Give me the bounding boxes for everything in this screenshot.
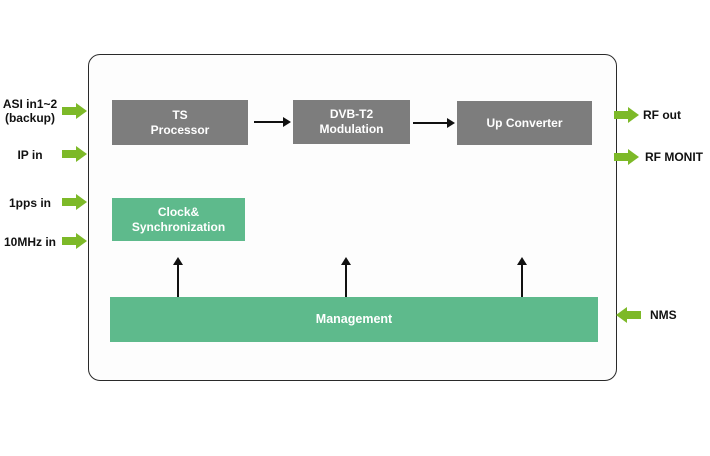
block-clock-synchronization: Clock& Synchronization <box>112 198 245 241</box>
input-arrow-10mhz-icon <box>62 233 87 249</box>
arrow-head <box>447 118 455 128</box>
block-dvbt2-modulation-line2: Modulation <box>319 122 384 136</box>
input-label-ip: IP in <box>17 148 43 162</box>
output-label-rf-monit: RF MONIT <box>645 150 703 164</box>
input-label-asi-line2: (backup) <box>4 111 55 125</box>
input-arrow-ip-icon <box>62 146 87 162</box>
block-dvbt2-modulation: DVB-T2 Modulation <box>293 100 410 144</box>
arrow-shaft <box>62 107 76 115</box>
arrow-shaft <box>177 264 179 297</box>
flow-arrow-management-to-upconverter-icon <box>516 257 528 297</box>
arrow-shaft <box>413 122 448 124</box>
arrow-shaft <box>62 150 76 158</box>
block-ts-processor: TS Processor <box>112 100 248 145</box>
input-label-1pps: 1pps in <box>8 196 51 210</box>
block-clock-sync-line2: Synchronization <box>131 219 226 234</box>
output-arrow-rf-out-icon <box>614 107 639 123</box>
block-up-converter: Up Converter <box>457 101 592 145</box>
input-label-10mhz: 10MHz in <box>3 235 56 249</box>
arrow-shaft <box>614 153 628 161</box>
input-arrow-1pps-icon <box>62 194 87 210</box>
input-label-asi-line1: ASI in1~2 <box>2 97 58 111</box>
arrow-head <box>628 149 639 165</box>
arrow-shaft <box>254 121 284 123</box>
output-label-rf-out: RF out <box>643 108 681 122</box>
input-arrow-asi-icon <box>62 103 87 119</box>
arrow-head <box>76 194 87 210</box>
arrow-shaft <box>521 264 523 297</box>
flow-arrow-management-to-dvbt2-icon <box>340 257 352 297</box>
arrow-shaft <box>345 264 347 297</box>
block-up-converter-label: Up Converter <box>486 115 563 130</box>
arrow-shaft <box>627 311 641 319</box>
arrow-shaft <box>614 111 628 119</box>
flow-arrow-dvbt2-to-upconverter-icon <box>413 117 455 129</box>
arrow-head <box>76 233 87 249</box>
block-ts-processor-line2: Processor <box>150 122 210 137</box>
arrow-head <box>76 103 87 119</box>
flow-arrow-ts-to-dvbt2-icon <box>254 116 291 128</box>
block-management: Management <box>110 297 598 342</box>
block-clock-sync-line1: Clock& <box>157 204 200 219</box>
arrow-head <box>283 117 291 127</box>
flow-arrow-management-to-ts-icon <box>172 257 184 297</box>
block-dvbt2-modulation-line1: DVB-T2 <box>329 107 374 121</box>
block-management-label: Management <box>315 312 393 326</box>
arrow-shaft <box>62 237 76 245</box>
input-arrow-nms-icon <box>616 307 641 323</box>
arrow-head <box>173 257 183 265</box>
block-ts-processor-line1: TS <box>172 107 188 122</box>
arrow-head <box>628 107 639 123</box>
arrow-head <box>76 146 87 162</box>
arrow-head <box>517 257 527 265</box>
input-label-nms: NMS <box>650 308 677 322</box>
arrow-head <box>341 257 351 265</box>
input-label-asi: ASI in1~2 (backup) <box>0 97 60 125</box>
arrow-head <box>616 307 627 323</box>
arrow-shaft <box>62 198 76 206</box>
output-arrow-rf-monit-icon <box>614 149 639 165</box>
